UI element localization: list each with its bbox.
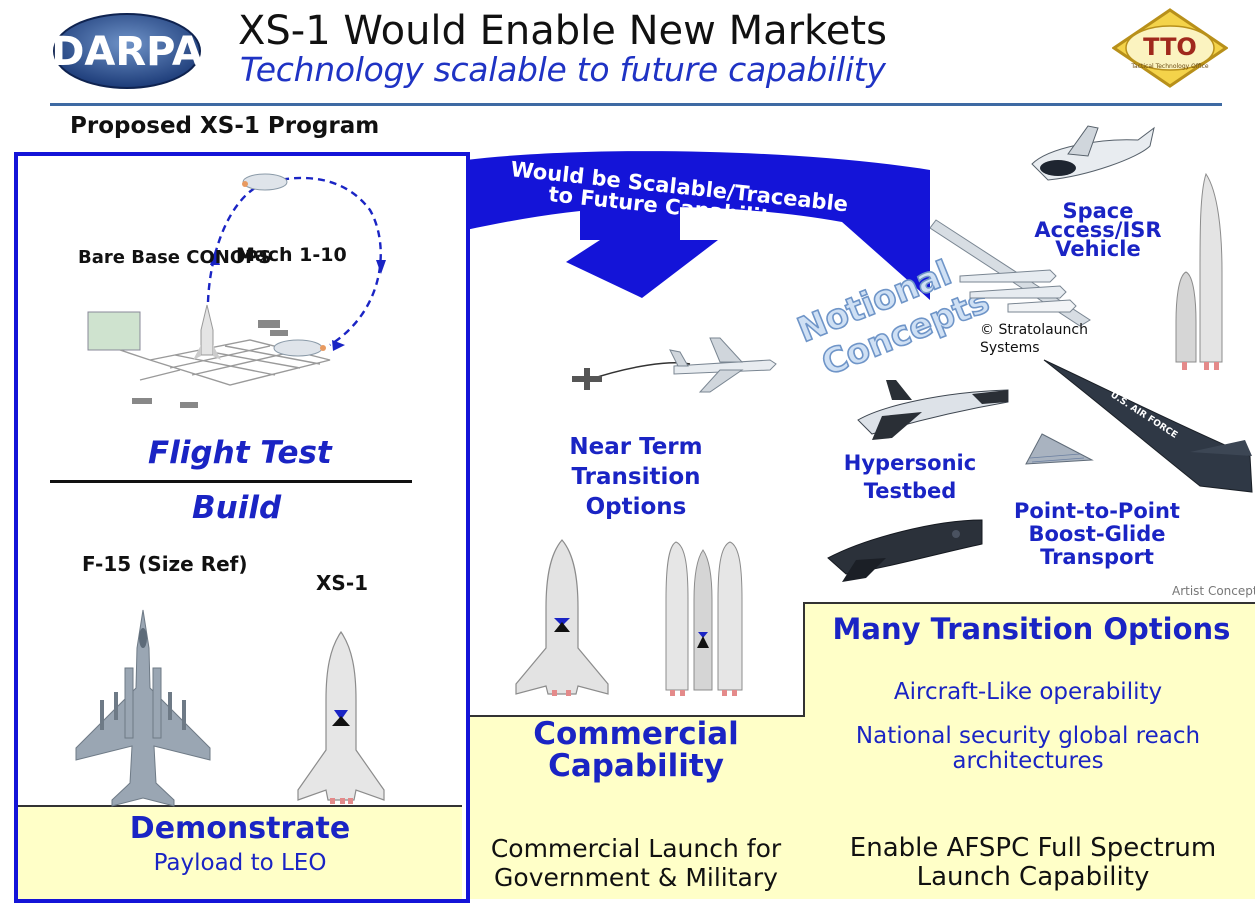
upper-stage-icon-top [242, 173, 288, 191]
commercial-area-edge [466, 715, 806, 717]
hangar-icon [87, 311, 141, 351]
space-access-rocket-icon [1175, 172, 1223, 370]
transition-area-step [803, 602, 805, 717]
tto-logo: TTO Tactical Technology Office [1112, 8, 1228, 88]
demonstrate-divider [18, 805, 462, 807]
down-arrow [566, 200, 718, 298]
scalability-arrow [466, 151, 930, 300]
trajectory-path [206, 176, 382, 347]
tanker-aircraft-icon [572, 337, 777, 393]
afspc-capability-text: Enable AFSPC Full Spectrum Launch Capabi… [849, 833, 1217, 892]
xs1-on-pad-icon [193, 304, 221, 360]
demonstrate-label: Demonstrate [129, 811, 351, 846]
hypersonic-label: Hypersonic Testbed [843, 451, 977, 503]
mach-label: Mach 1-10 [236, 244, 347, 266]
xs1-label: XS-1 [316, 571, 369, 595]
transition-area [804, 603, 1255, 899]
payload-label: Payload to LEO [153, 850, 327, 876]
commercial-capability-title: Commercial Capability [533, 716, 739, 784]
bare-base-label: Bare Base CONOPS [78, 247, 272, 268]
point-to-point-label: Point-to-Point Boost-Glide Transport [1014, 499, 1180, 569]
ground-vehicles-icon [132, 320, 288, 408]
tto-logo-caption: Tactical Technology Office [1130, 63, 1209, 70]
build-label: Build [192, 490, 282, 526]
national-security-text: National security global reach architect… [855, 723, 1201, 774]
returning-vehicle-icon [273, 339, 326, 357]
darpa-logo: DARPA [52, 13, 202, 89]
trajectory-arrow-down [376, 260, 386, 274]
tto-logo-text: TTO [1143, 33, 1197, 61]
darpa-logo-text: DARPA [52, 29, 202, 75]
near-term-rocket-icon [665, 541, 743, 696]
page-title: XS-1 Would Enable New Markets [238, 8, 887, 54]
f15-jet-icon [75, 609, 211, 807]
artist-concepts-credit: Artist Concepts [1172, 584, 1255, 598]
arrow-text: Would be Scalable/Traceable to Future Ca… [509, 157, 849, 230]
commercial-launch-text: Commercial Launch for Government & Milit… [490, 834, 782, 892]
space-access-label: Space Access/ISR Vehicle [1034, 199, 1162, 261]
near-term-orbiter-icon [515, 539, 609, 696]
transition-options-title: Many Transition Options [832, 612, 1231, 646]
notional-concepts-stamp: Notional Concepts [791, 252, 990, 385]
hypersonic-testbed-icon [857, 380, 1009, 440]
stratolaunch-credit: © Stratolaunch Systems [980, 322, 1089, 356]
boost-glide-glider-icon [1025, 433, 1094, 465]
f15-label: F-15 (Size Ref) [82, 552, 248, 576]
header-rule [50, 103, 1222, 106]
flight-test-label: Flight Test [148, 435, 332, 471]
trajectory-arrow-left [332, 340, 345, 351]
demonstrate-area [18, 806, 462, 899]
flight-build-divider [50, 480, 412, 483]
transition-area-edge [804, 602, 1255, 604]
trajectory-arrow-up [210, 250, 220, 265]
flight-path-illustration [87, 173, 386, 408]
xs1-vehicle-icon [297, 630, 385, 804]
page-subtitle: Technology scalable to future capability [240, 50, 886, 89]
commercial-area [466, 716, 806, 899]
space-access-vehicle-icon [1031, 125, 1155, 181]
point-to-point-glider-icon [827, 519, 983, 582]
stratolaunch-aircraft-icon [930, 219, 1091, 327]
near-term-label: Near Term Transition Options [569, 434, 703, 520]
air-force-vehicle-icon: U.S. AIR FORCE [1043, 359, 1253, 493]
program-title: Proposed XS-1 Program [70, 113, 380, 139]
aircraft-operability-text: Aircraft-Like operability [893, 679, 1163, 705]
